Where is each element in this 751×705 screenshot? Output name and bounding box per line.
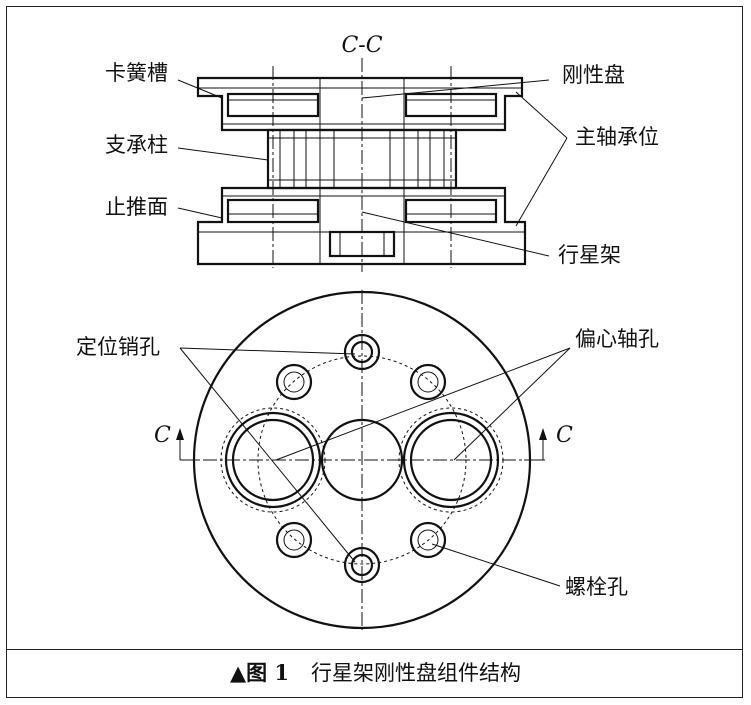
figure-frame (6, 6, 743, 698)
eccentric-shaft-hole-right (402, 411, 500, 509)
bolt-hole-top-left (275, 363, 313, 401)
label-main-bearing: 主轴承位 (575, 125, 659, 149)
label-bolt-hole: 螺栓孔 (565, 575, 628, 599)
label-planet-carrier: 行星架 (558, 243, 621, 267)
label-rigid-disk: 刚性盘 (562, 63, 625, 87)
label-spring-groove: 卡簧槽 (105, 61, 168, 85)
label-eccentric-shaft-hole: 偏心轴孔 (575, 327, 659, 351)
caption-marker: ▲图 1 (229, 660, 290, 685)
eccentric-orbit-right (398, 407, 504, 513)
section-mark-right: C (556, 423, 573, 448)
caption-divider (7, 649, 742, 650)
section-title: C-C (341, 33, 382, 58)
bolt-hole-bottom-right (409, 521, 447, 559)
bolt-circle (257, 355, 467, 565)
locating-pin-hole-bottom (343, 546, 381, 584)
eccentric-shaft-hole-right-inner (409, 418, 493, 502)
locating-pin-hole-bottom-inner (350, 553, 374, 577)
label-support-column: 支承柱 (105, 133, 168, 157)
locating-pin-hole-top (343, 333, 381, 371)
support-column-group (266, 128, 458, 190)
rigid-disk-upper (196, 76, 524, 132)
plan-view (180, 290, 545, 630)
section-leaders (177, 79, 568, 257)
section-mark-left: C (154, 423, 171, 448)
caption-text: 行星架刚性盘组件结构 (311, 661, 522, 685)
bolt-hole-bottom-right-inner (417, 529, 439, 551)
bolt-hole-top-right-inner (417, 371, 439, 393)
bolt-hole-top-left-inner (283, 371, 305, 393)
eccentric-shaft-hole-left (224, 411, 322, 509)
plan-leaders (179, 347, 571, 587)
central-bore (320, 418, 404, 502)
bolt-hole-bottom-left-inner (283, 529, 305, 551)
label-thrust-face: 止推面 (105, 195, 168, 219)
eccentric-shaft-hole-left-inner (231, 418, 315, 502)
bolt-hole-top-right (409, 363, 447, 401)
eccentric-orbit-left (220, 407, 326, 513)
figure-caption: ▲图 1 行星架刚性盘组件结构 (0, 651, 751, 695)
bolt-hole-bottom-left (275, 521, 313, 559)
section-marker-left (176, 428, 200, 461)
section-marker-right (524, 428, 547, 461)
label-locating-pin-hole: 定位销孔 (76, 335, 160, 359)
locating-pin-hole-top-inner (350, 340, 374, 364)
